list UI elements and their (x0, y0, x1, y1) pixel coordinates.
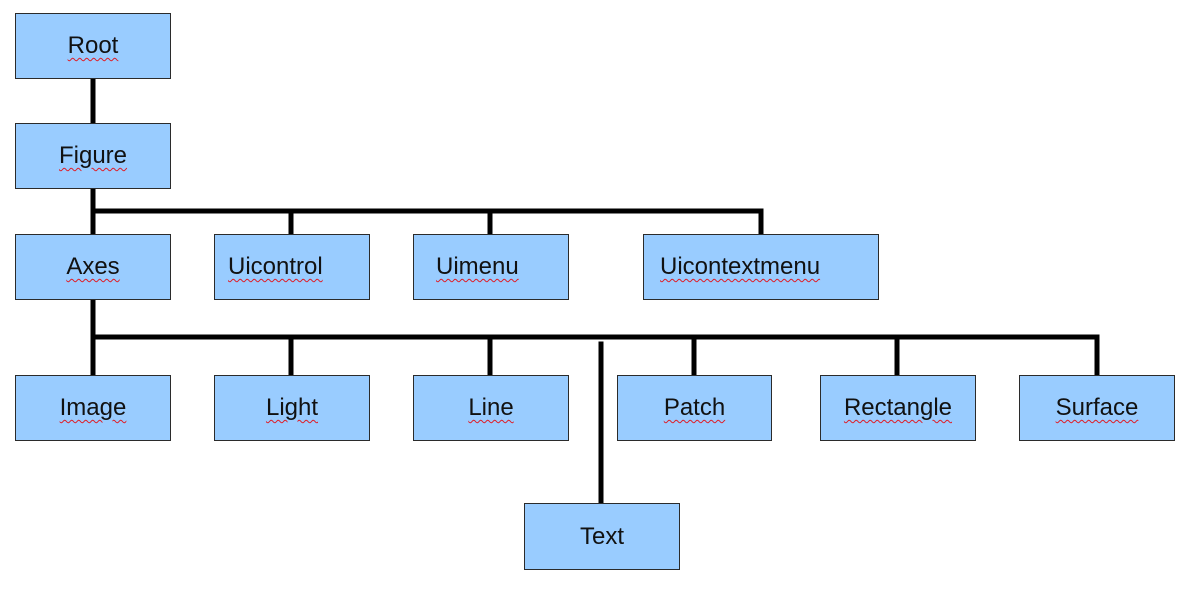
node-figure-label: Figure (58, 142, 128, 169)
node-image: Image (15, 375, 171, 441)
node-surface-label: Surface (1055, 394, 1139, 421)
node-rectangle-label: Rectangle (843, 394, 953, 421)
node-rectangle: Rectangle (820, 375, 976, 441)
node-text-label: Text (579, 522, 624, 550)
node-image-label: Image (59, 394, 127, 421)
node-line-label: Line (468, 394, 514, 421)
node-text: Text (524, 503, 680, 570)
node-uicontrol-label: Uicontrol (228, 253, 323, 280)
node-figure: Figure (15, 123, 171, 189)
node-line: Line (413, 375, 569, 441)
node-axes: Axes (15, 234, 171, 300)
node-patch: Patch (617, 375, 772, 441)
node-light-label: Light (265, 394, 319, 421)
node-light: Light (214, 375, 370, 441)
node-patch-label: Patch (663, 394, 726, 421)
node-root-label: Root (67, 32, 119, 59)
node-uicontextmenu: Uicontextmenu (643, 234, 879, 300)
node-uimenu-label: Uimenu (436, 253, 519, 280)
node-root: Root (15, 13, 171, 79)
node-axes-label: Axes (66, 253, 120, 280)
node-uicontrol: Uicontrol (214, 234, 370, 300)
node-uicontextmenu-label: Uicontextmenu (660, 253, 821, 280)
node-uimenu: Uimenu (413, 234, 569, 300)
node-surface: Surface (1019, 375, 1175, 441)
